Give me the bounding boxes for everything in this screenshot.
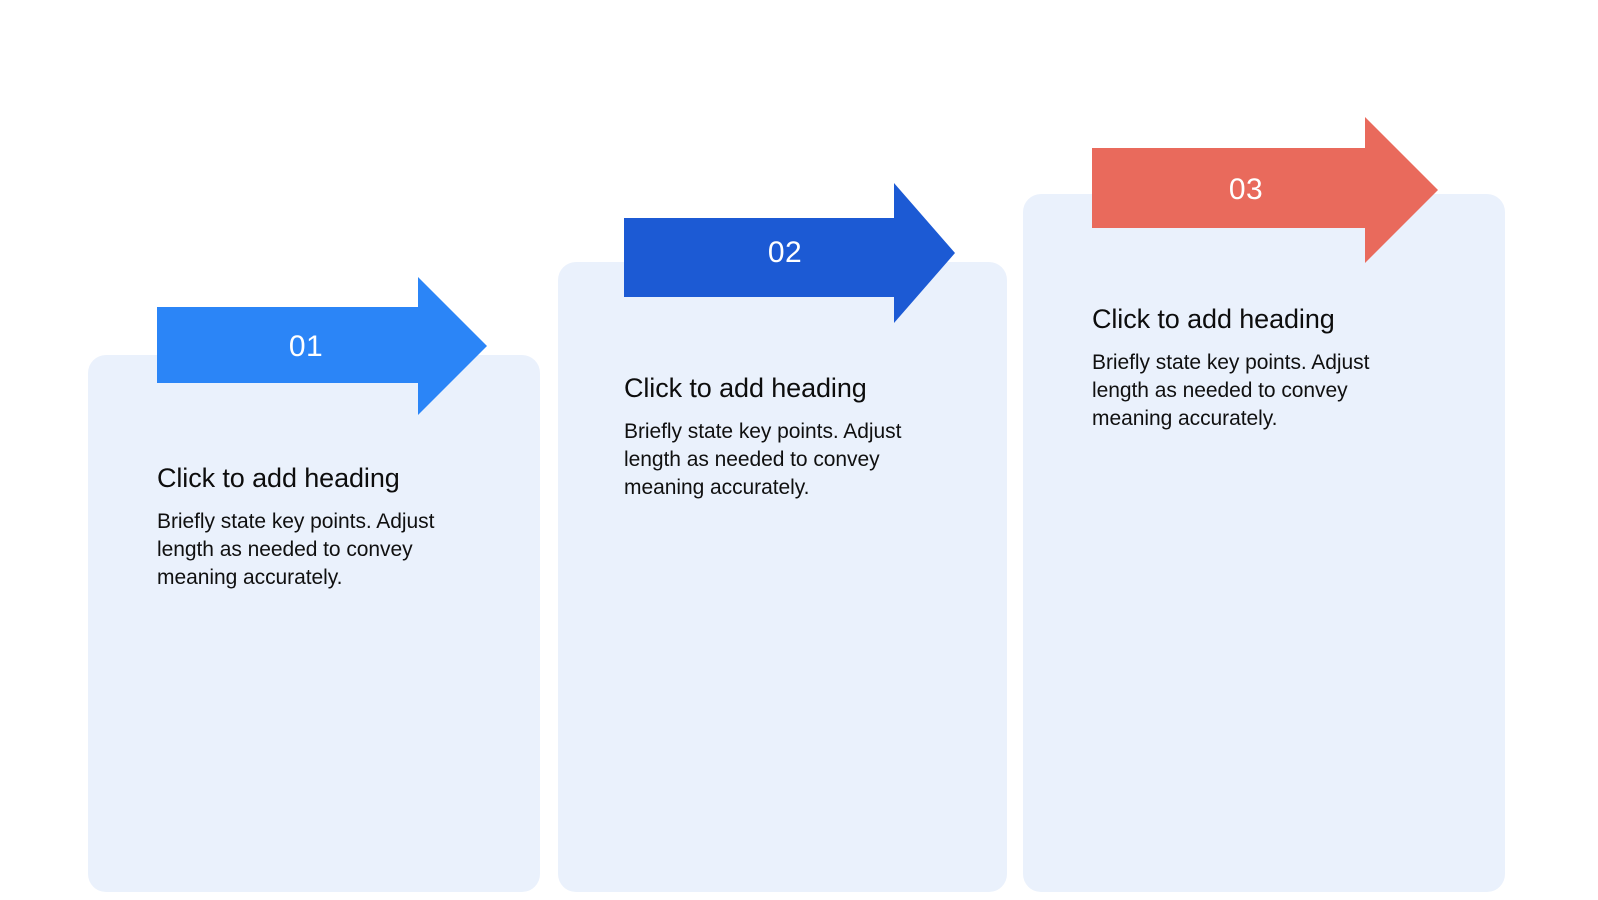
step-number-3: 03 bbox=[1228, 173, 1264, 206]
step-heading-3[interactable]: Click to add heading bbox=[1092, 304, 1335, 334]
step-arrow-2[interactable]: 02 bbox=[624, 183, 955, 323]
step-number-1: 01 bbox=[288, 330, 324, 363]
step-number-2: 02 bbox=[767, 236, 803, 269]
arrow-shape-1 bbox=[157, 277, 487, 415]
step-card-3[interactable] bbox=[1023, 194, 1505, 892]
step-arrow-1[interactable]: 01 bbox=[157, 277, 487, 415]
step-card-1[interactable] bbox=[88, 355, 540, 892]
step-text-3: Click to add heading Briefly state key p… bbox=[1092, 303, 1422, 433]
step-text-2: Click to add heading Briefly state key p… bbox=[624, 372, 949, 502]
step-body-3[interactable]: Briefly state key points. Adjust length … bbox=[1092, 350, 1370, 430]
arrow-shape-2 bbox=[624, 183, 955, 323]
step-body-2[interactable]: Briefly state key points. Adjust length … bbox=[624, 419, 902, 499]
step-card-2[interactable] bbox=[558, 262, 1007, 892]
step-body-1[interactable]: Briefly state key points. Adjust length … bbox=[157, 509, 435, 589]
step-text-1: Click to add heading Briefly state key p… bbox=[157, 462, 487, 592]
step-arrow-3[interactable]: 03 bbox=[1092, 117, 1438, 263]
step-heading-1[interactable]: Click to add heading bbox=[157, 463, 400, 493]
step-heading-2[interactable]: Click to add heading bbox=[624, 373, 867, 403]
arrow-shape-3 bbox=[1092, 117, 1438, 263]
